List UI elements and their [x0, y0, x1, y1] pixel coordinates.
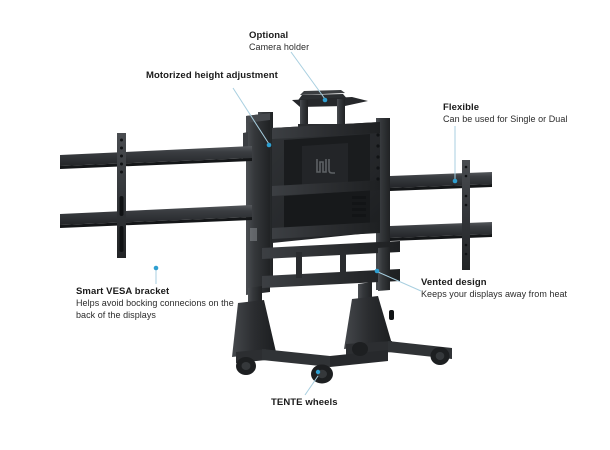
callout-optional-title: Optional	[249, 30, 289, 41]
right-vesa-bracket	[462, 160, 470, 270]
stand-support-columns	[248, 282, 372, 354]
callout-motorized-height-adjustment: Motorized height adjustment	[146, 70, 278, 82]
callout-flexible: Flexible Can be used for Single or Dual	[443, 102, 567, 126]
vented-lower-assembly	[262, 241, 400, 291]
leader-tente	[304, 375, 319, 396]
motorized-lift-column	[243, 113, 270, 295]
main-frame-uprights	[258, 112, 390, 290]
callout-vented-desc: Keeps your displays away from heat	[421, 289, 568, 299]
callout-optional: Optional Camera holder	[249, 30, 309, 54]
callout-tente-wheels: TENTE wheels	[271, 397, 338, 409]
leader-vented	[377, 271, 422, 292]
callout-vented-title: Vented design	[421, 277, 487, 288]
callout-flexible-title: Flexible	[443, 102, 480, 113]
callout-flexible-desc: Can be used for Single or Dual	[443, 114, 568, 124]
callout-smart-vesa-desc: Helps avoid bocking connecions on the ba…	[76, 298, 234, 320]
leader-motorized	[232, 87, 270, 145]
trolley-base	[232, 296, 452, 384]
vent-slots	[352, 196, 366, 217]
callout-optional-desc: Camera holder	[249, 42, 310, 52]
callout-tente-title: TENTE wheels	[271, 397, 338, 408]
left-vesa-bracket	[117, 133, 126, 258]
callout-vented-design: Vented design Keeps your displays away f…	[421, 277, 586, 301]
callout-smart-vesa-bracket: Smart VESA bracket Helps avoid bocking c…	[76, 286, 236, 321]
right-display-rails	[390, 172, 492, 241]
lift-handle-icon	[243, 132, 248, 159]
display-mount-frame	[272, 122, 380, 243]
callout-smart-vesa-title: Smart VESA bracket	[76, 286, 170, 297]
left-display-rails	[60, 146, 252, 228]
leader-endpoints	[153, 97, 458, 274]
callout-motorized-title: Motorized height adjustment	[146, 70, 278, 81]
tente-castor-wheels	[236, 342, 450, 384]
camera-holder	[292, 90, 368, 131]
leader-optional	[290, 51, 326, 100]
brand-logo-icon	[316, 159, 335, 174]
